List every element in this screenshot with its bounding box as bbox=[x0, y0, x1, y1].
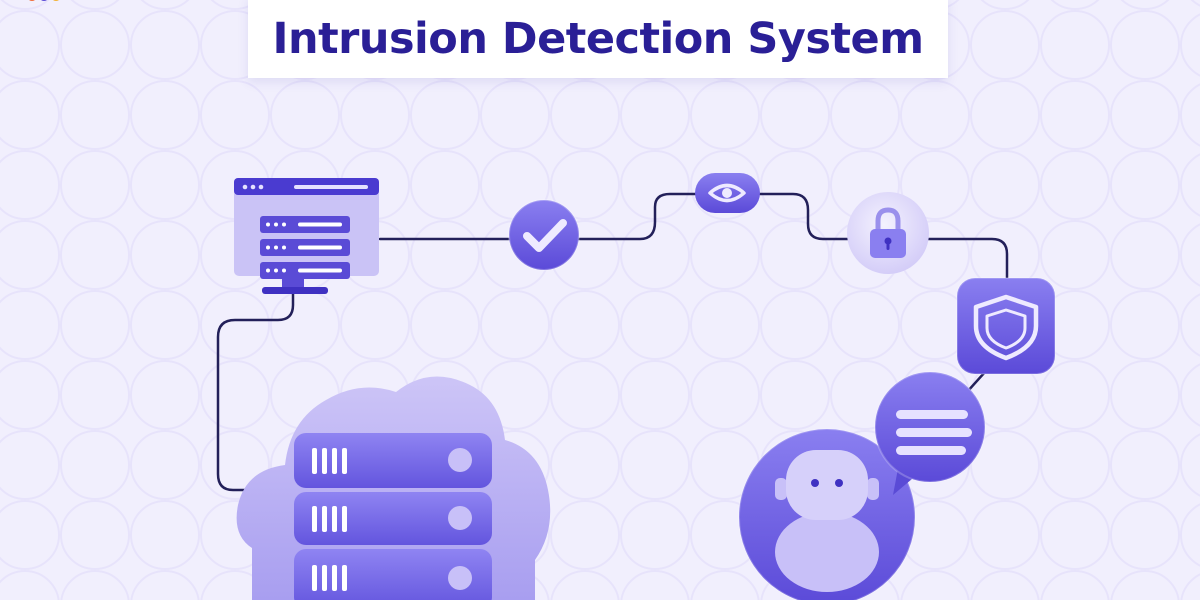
robot-avatar-icon bbox=[738, 428, 916, 600]
connector-lines bbox=[216, 192, 1009, 492]
eye-icon bbox=[695, 173, 760, 213]
page-title: Intrusion Detection System bbox=[272, 14, 924, 64]
chat-bubble-icon bbox=[874, 371, 986, 495]
cloud-server-icon bbox=[236, 376, 551, 600]
title-card: Intrusion Detection System bbox=[248, 0, 948, 78]
lock-icon bbox=[847, 192, 929, 274]
brand-logo-icon bbox=[29, 0, 59, 1]
check-icon bbox=[508, 199, 580, 271]
shield-icon bbox=[956, 277, 1056, 375]
monitor-server-rack-icon bbox=[234, 178, 379, 294]
